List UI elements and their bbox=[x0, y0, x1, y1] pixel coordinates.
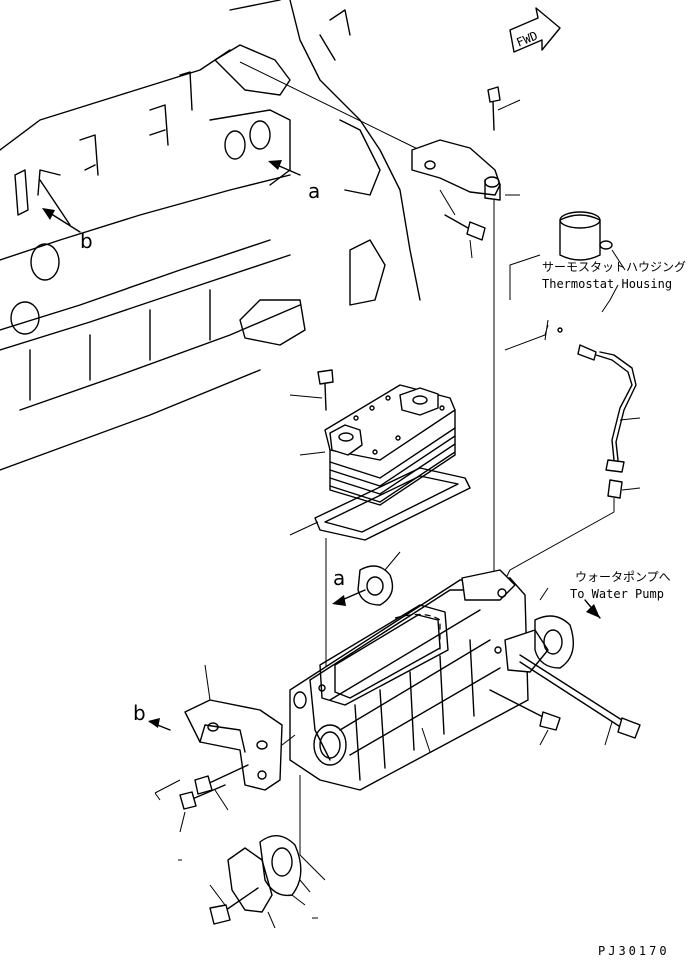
callout-a-top-label: a bbox=[308, 179, 320, 203]
callout-b-top-label: b bbox=[80, 229, 93, 253]
engine-block bbox=[0, 0, 421, 471]
top-bolt-icon bbox=[487, 86, 521, 131]
water-pipe bbox=[504, 299, 641, 581]
callout-a-mid-label: a bbox=[333, 566, 345, 590]
long-bolt-icon bbox=[519, 654, 641, 746]
cooler-cover bbox=[289, 569, 549, 881]
callout-b-top: b bbox=[42, 208, 93, 253]
upper-bracket bbox=[411, 139, 501, 201]
bracket-bolt-icon bbox=[439, 189, 486, 259]
cooler-bolt-icon bbox=[317, 369, 334, 411]
small-gasket bbox=[357, 551, 401, 606]
thermostat-label-jp: サーモスタットハウジング bbox=[542, 260, 686, 274]
thermostat-label-en: Thermostat Housing bbox=[542, 277, 672, 291]
lower-bracket bbox=[184, 664, 296, 791]
bottom-bolt-icon bbox=[209, 884, 259, 925]
bottom-gasket bbox=[259, 835, 311, 906]
short-bolt-icon bbox=[489, 689, 561, 746]
water-pump-label-jp: ウォータポンプへ bbox=[575, 570, 671, 584]
callout-a-top: a bbox=[268, 160, 320, 203]
callout-a-mid: a bbox=[332, 566, 366, 606]
fwd-arrow: FWD bbox=[509, 7, 561, 53]
drawing-code: PJ30170 bbox=[598, 944, 670, 958]
bracket-bolt-lower-icon bbox=[194, 764, 249, 811]
cooler-gasket bbox=[289, 467, 471, 541]
callout-b-left: b bbox=[133, 701, 171, 731]
water-pump-gasket bbox=[534, 587, 601, 669]
bracket-bolt-small-icon bbox=[179, 784, 226, 833]
bottom-cover bbox=[227, 847, 276, 929]
oil-cooler-element bbox=[289, 384, 456, 506]
thermostat-housing bbox=[509, 211, 626, 301]
water-pump-label-en: To Water Pump bbox=[570, 587, 664, 601]
callout-b-left-label: b bbox=[133, 701, 146, 725]
leader-line bbox=[239, 61, 431, 156]
